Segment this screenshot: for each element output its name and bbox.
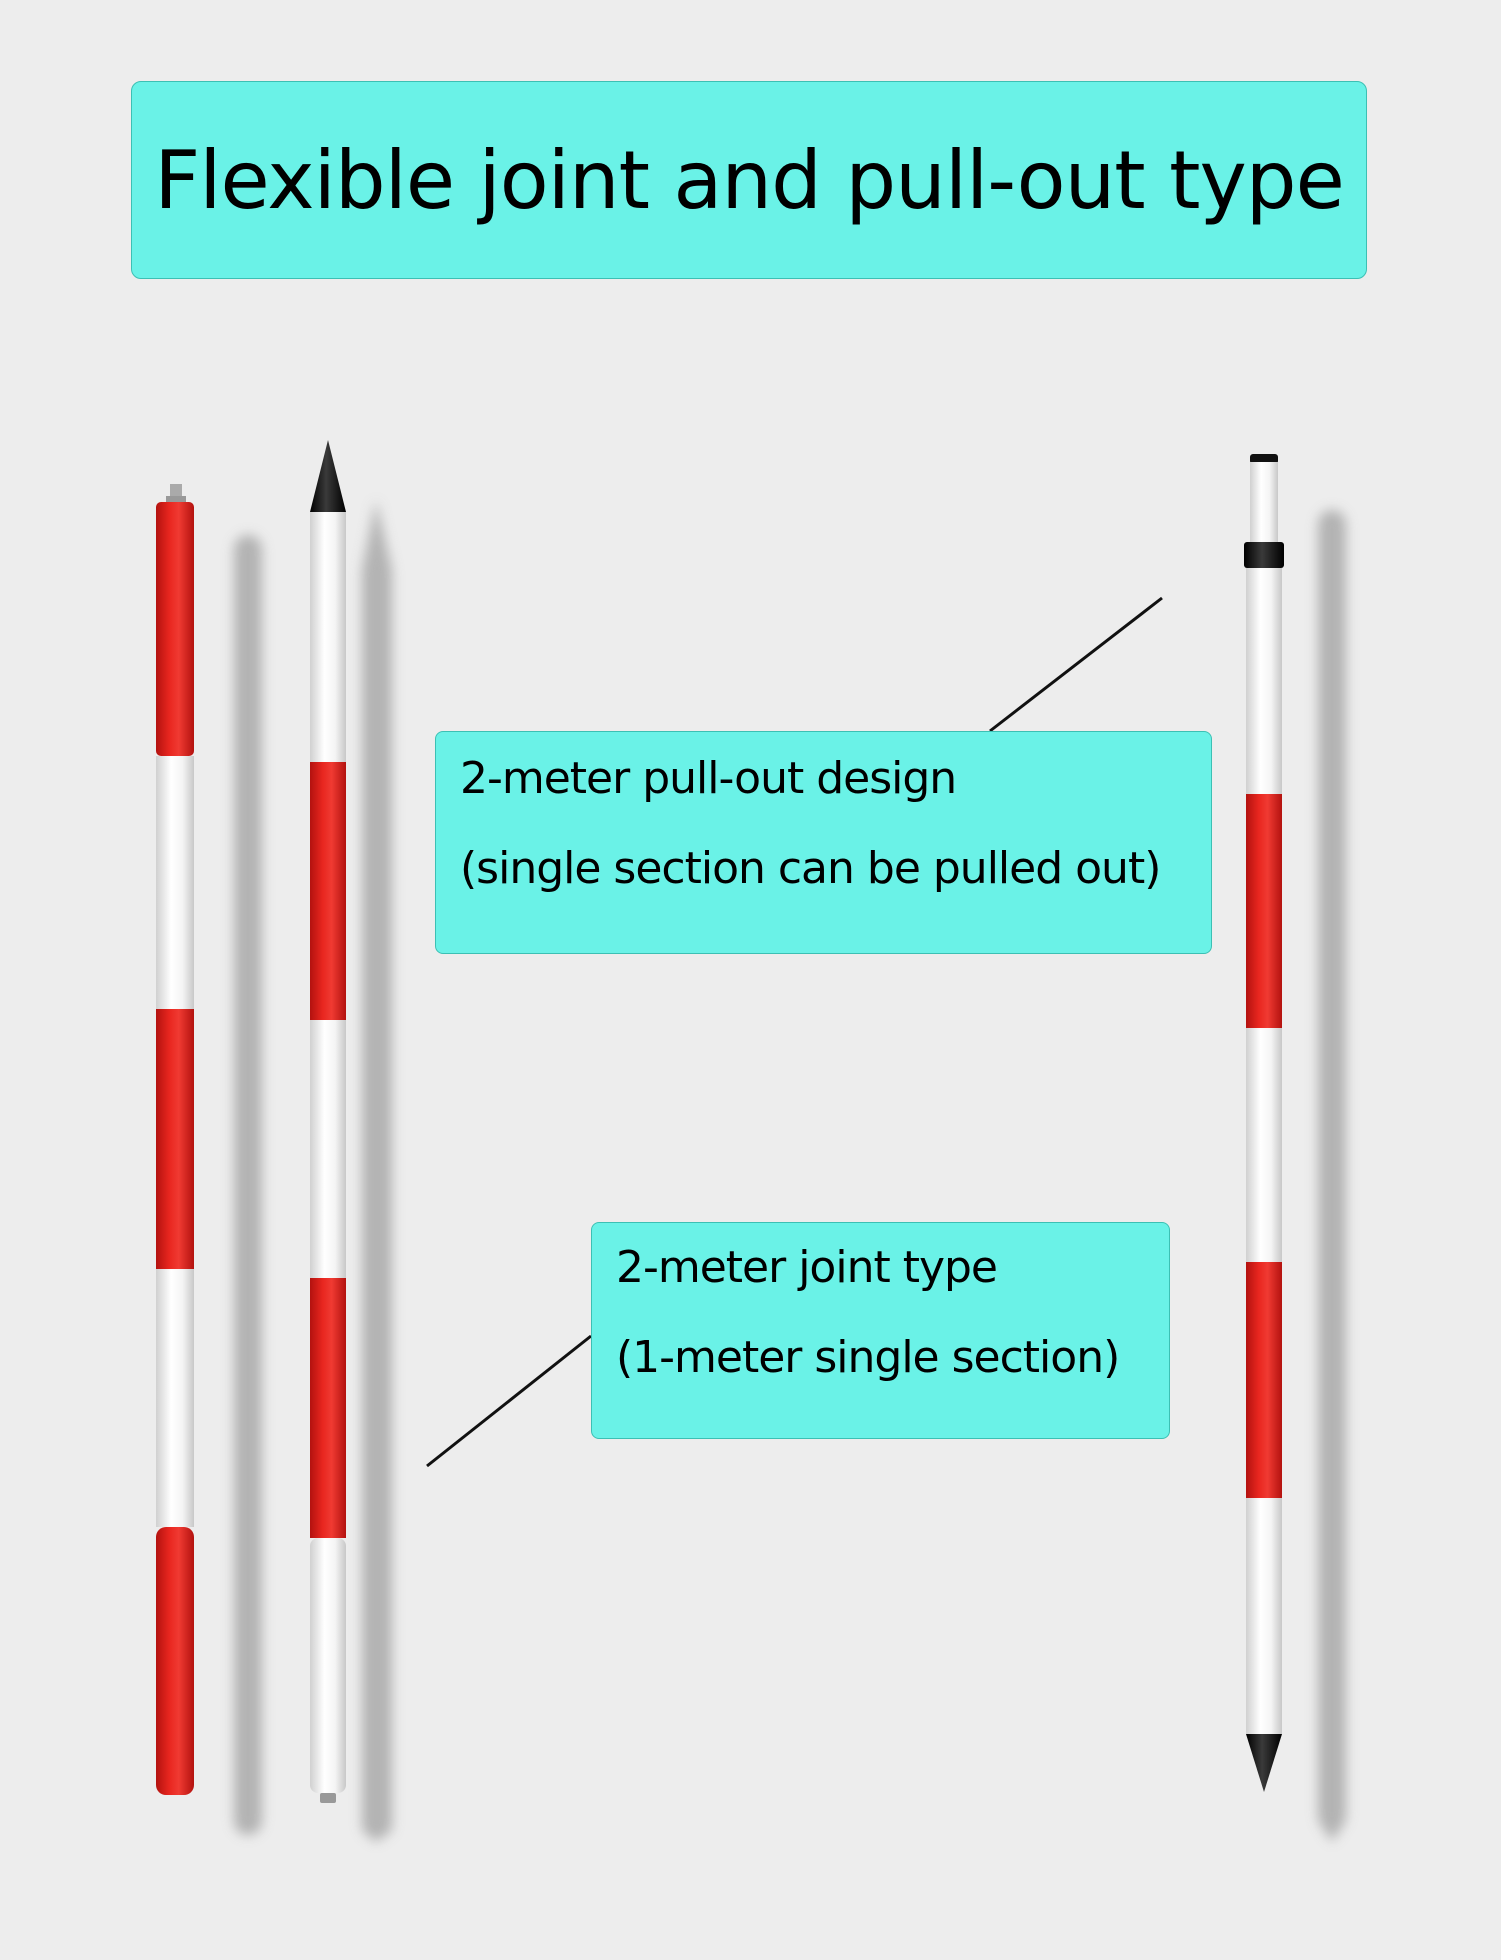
callout-joint-line2: (1-meter single section)	[616, 1332, 1120, 1383]
title-banner: Flexible joint and pull-out type	[131, 81, 1367, 279]
leader-line-pull-out	[989, 596, 1163, 733]
callout-pull-out-line2: (single section can be pulled out)	[460, 843, 1161, 894]
callout-joint-line1: 2-meter joint type	[616, 1242, 998, 1293]
callout-pull-out-line1: 2-meter pull-out design	[460, 753, 957, 804]
joint-pole-red-top	[156, 484, 194, 1795]
callout-joint-type: 2-meter joint type (1-meter single secti…	[591, 1222, 1170, 1439]
joint-pole-black-tip	[310, 440, 346, 1803]
page-title: Flexible joint and pull-out type	[154, 133, 1345, 227]
pull-out-pole	[1244, 454, 1284, 1792]
leader-line-joint	[426, 1334, 592, 1468]
callout-pull-out-design: 2-meter pull-out design (single section …	[435, 731, 1212, 954]
pole-shadows	[234, 500, 1346, 1842]
